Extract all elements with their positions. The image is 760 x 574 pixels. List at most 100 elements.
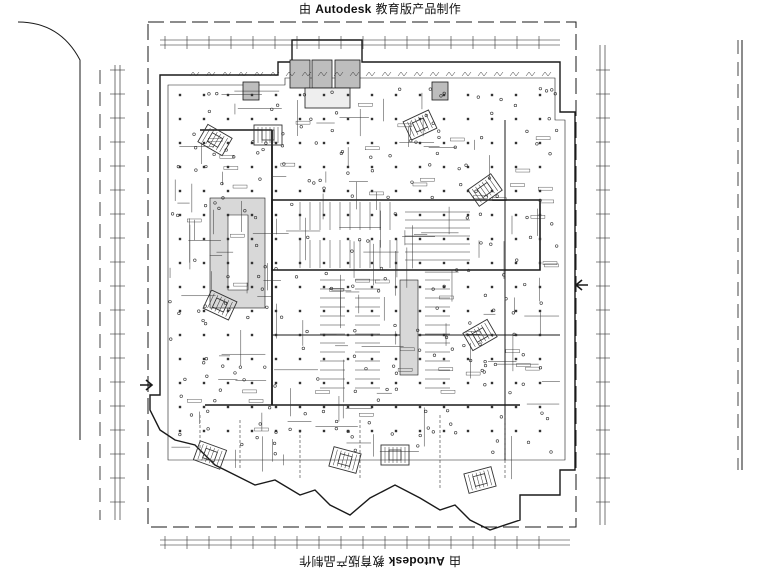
light-fixture (290, 202, 294, 207)
column-mark (346, 237, 350, 241)
light-fixture (385, 387, 389, 392)
column-mark (226, 93, 230, 97)
light-fixture (431, 287, 435, 291)
light-fixture (515, 258, 519, 262)
column-mark (370, 141, 374, 145)
light-fixture (430, 195, 434, 200)
equipment-room-part (211, 297, 229, 313)
column-mark (394, 165, 398, 169)
equipment-room-part (197, 123, 233, 157)
column-mark (490, 357, 494, 361)
annotation-tag (439, 295, 454, 300)
column-mark (394, 117, 398, 121)
column-mark (466, 93, 470, 97)
column-mark (226, 285, 230, 289)
column-mark (322, 261, 326, 265)
light-fixture (492, 308, 496, 312)
light-fixture (351, 284, 355, 288)
light-fixture (554, 128, 559, 133)
light-fixture (353, 389, 357, 393)
column-mark (490, 237, 494, 241)
column-mark (442, 117, 446, 121)
column-mark (178, 117, 182, 121)
column-mark (418, 93, 422, 97)
equipment-room-part (197, 443, 204, 460)
equipment-room-part (488, 177, 498, 191)
light-fixture (176, 213, 180, 217)
light-fixture (462, 343, 466, 348)
column-mark (274, 165, 278, 169)
light-fixture (495, 194, 499, 198)
annotation-tag (315, 390, 330, 394)
light-fixture (353, 329, 357, 333)
light-fixture (330, 128, 334, 133)
column-mark (466, 237, 470, 241)
light-fixture (281, 132, 285, 136)
perimeter-fixture (205, 71, 216, 77)
light-fixture (455, 268, 459, 272)
column-mark (202, 237, 206, 241)
column-mark (514, 117, 518, 121)
equipment-room-part (487, 469, 492, 486)
column-mark (250, 429, 254, 433)
perimeter-fixture (349, 71, 360, 77)
light-fixture (416, 444, 420, 448)
equipment-room (328, 446, 362, 474)
annotation-tag (248, 399, 264, 403)
light-fixture (213, 201, 217, 205)
light-fixture (288, 427, 292, 431)
watermark-prefix-mirrored: 由 (448, 554, 461, 568)
column-mark (250, 165, 254, 169)
column-mark (226, 117, 230, 121)
light-fixture (299, 125, 303, 129)
equipment-room-part (407, 121, 415, 137)
light-fixture (521, 353, 525, 357)
column-mark (274, 93, 278, 97)
column-mark (490, 93, 494, 97)
light-fixture (474, 189, 478, 193)
column-mark (298, 237, 302, 241)
light-fixture (417, 348, 422, 352)
column-mark (298, 309, 302, 313)
annotation-tag (510, 183, 525, 187)
column-mark (490, 381, 494, 385)
column-mark (490, 165, 494, 169)
column-mark (418, 333, 422, 337)
column-mark (226, 261, 230, 265)
light-fixture (547, 117, 551, 121)
equipment-room-part (462, 318, 498, 352)
light-fixture (525, 215, 529, 220)
equipment-room-part (402, 109, 438, 141)
watermark-suffix-mirrored: 教育版产品制作 (299, 554, 385, 568)
column-mark (418, 381, 422, 385)
perimeter-fixture (189, 71, 200, 77)
light-fixture (213, 399, 217, 403)
column-mark (490, 261, 494, 265)
column-mark (346, 141, 350, 145)
column-mark (538, 285, 542, 289)
column-mark (274, 141, 278, 145)
light-fixture (428, 87, 432, 91)
light-fixture (212, 152, 216, 156)
column-mark (466, 141, 470, 145)
column-mark (250, 93, 254, 97)
light-fixture (335, 419, 339, 424)
light-fixture (257, 274, 261, 279)
column-mark (418, 117, 422, 121)
column-mark (442, 381, 446, 385)
equipment-room-part (212, 133, 221, 149)
light-fixture (240, 442, 244, 447)
column-mark (250, 381, 254, 385)
perimeter-fixture (381, 71, 392, 77)
light-fixture (273, 452, 277, 456)
column-mark (370, 93, 374, 97)
column-mark (322, 237, 326, 241)
light-fixture (255, 435, 259, 440)
column-mark (514, 189, 518, 193)
light-fixture (550, 222, 554, 226)
column-mark (466, 357, 470, 361)
light-fixture (479, 241, 483, 245)
column-mark (322, 429, 326, 433)
annotation-tag (525, 366, 540, 371)
